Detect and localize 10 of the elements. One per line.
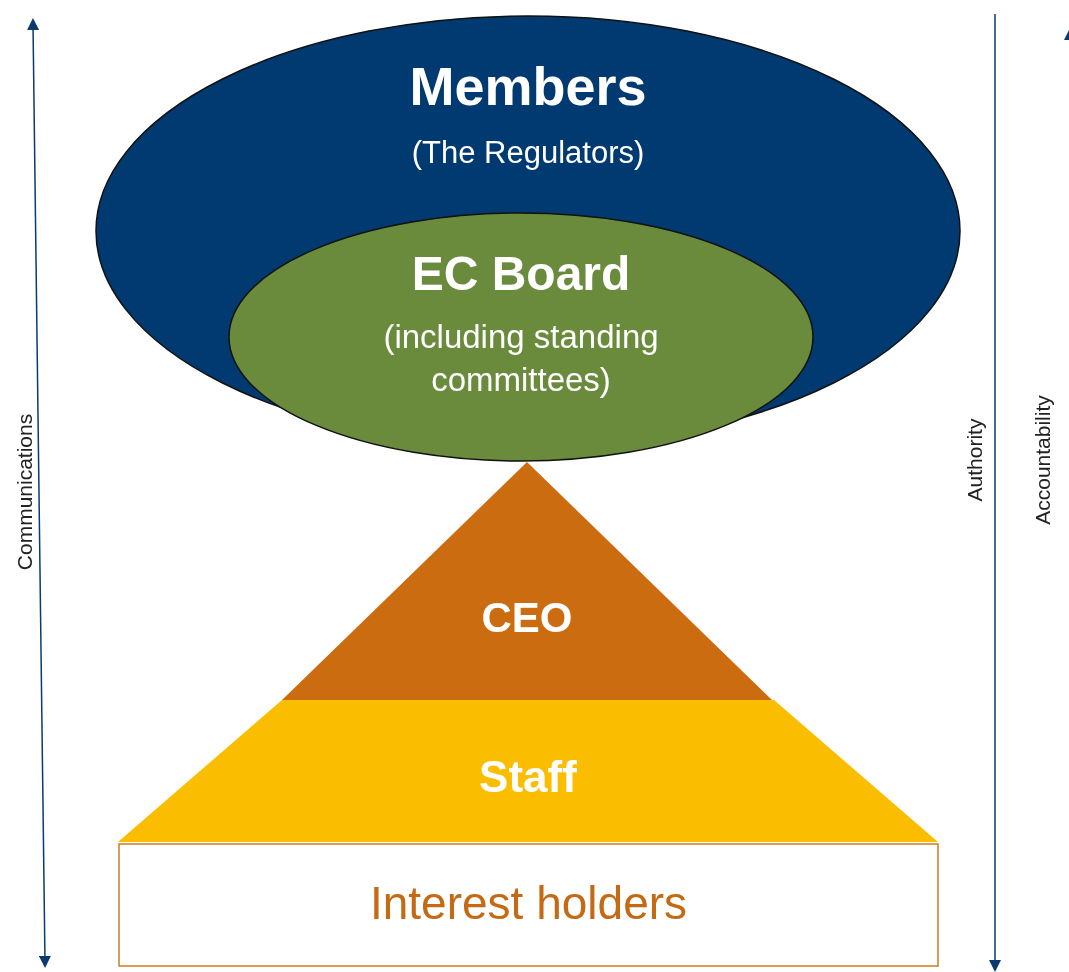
node-title: CEO (480, 594, 574, 643)
axis-label: Communications (13, 413, 38, 571)
node-subtitle: (including standing committees) (382, 317, 660, 400)
node-title: EC Board (410, 246, 632, 302)
node-title: Staff (478, 752, 578, 803)
node-title: Interest holders (368, 877, 689, 930)
axis-label: Authority (962, 418, 987, 502)
node-subtitle: (The Regulators) (410, 135, 646, 171)
axis-label: Accountability (1030, 395, 1055, 525)
node-title: Members (408, 55, 648, 118)
